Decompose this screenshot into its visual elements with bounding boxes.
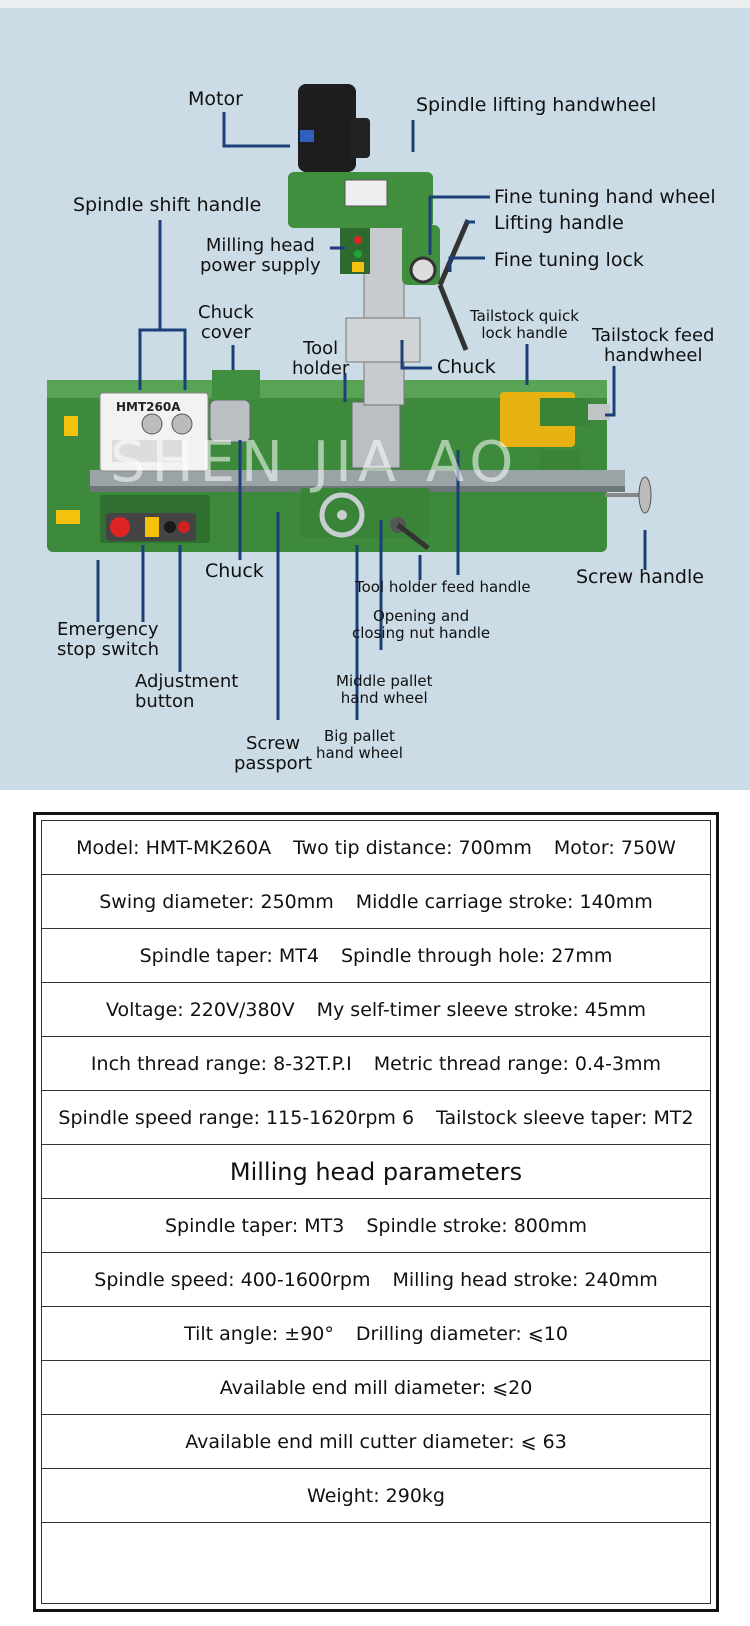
spec-cell: Spindle speed: 400-1600rpm — [94, 1268, 371, 1291]
spec-cell: Milling head parameters — [229, 1157, 523, 1186]
spec-cell: Spindle stroke: 800mm — [366, 1214, 587, 1237]
label-fine-tuning-hand-wheel: Fine tuning hand wheel — [494, 186, 716, 208]
spec-cell: Spindle taper: MT4 — [139, 944, 319, 967]
spec-row: Available end mill cutter diameter: ⩽ 63 — [42, 1415, 710, 1469]
label-chuck-upper: Chuck — [437, 356, 496, 378]
label-tool-holder: Tool holder — [292, 338, 350, 379]
label-chuck-cover: Chuck cover — [198, 302, 254, 343]
label-adjustment-button: Adjustment button — [135, 671, 239, 712]
spec-row: Model: HMT-MK260A Two tip distance: 700mm… — [42, 821, 710, 875]
spec-row: Weight: 290kg — [42, 1469, 710, 1523]
spec-row: Inch thread range: 8-32T.P.I Metric threa… — [42, 1037, 710, 1091]
spec-table: Model: HMT-MK260A Two tip distance: 700mm… — [33, 812, 719, 1612]
spec-row: Voltage: 220V/380V My self-timer sleeve s… — [42, 983, 710, 1037]
spec-cell: Middle carriage stroke: 140mm — [355, 890, 653, 913]
label-screw-handle: Screw handle — [576, 566, 704, 588]
label-big-pallet-hand-wheel: Big pallet hand wheel — [316, 727, 403, 762]
motor — [298, 84, 370, 172]
spec-cell: Swing diameter: 250mm — [99, 890, 334, 913]
screw-handwheel — [605, 476, 652, 514]
label-screw-passport: Screw passport — [234, 733, 313, 774]
spec-cell: Inch thread range: 8-32T.P.I — [90, 1052, 352, 1075]
spec-cell: My self-timer sleeve stroke: 45mm — [316, 998, 646, 1021]
spec-row: Spindle speed: 400-1600rpm Milling head s… — [42, 1253, 710, 1307]
spec-cell: Two tip distance: 700mm — [293, 836, 532, 859]
label-tool-holder-feed-handle: Tool holder feed handle — [355, 578, 531, 596]
label-middle-pallet-hand-wheel: Middle pallet hand wheel — [336, 672, 433, 707]
label-lifting-handle: Lifting handle — [494, 212, 624, 234]
spec-cell: Drilling diameter: ⩽10 — [355, 1322, 568, 1345]
spec-cell: Metric thread range: 0.4-3mm — [373, 1052, 662, 1075]
panel-model-text: HMT260A — [116, 400, 181, 414]
spec-cell: Spindle taper: MT3 — [165, 1214, 345, 1237]
control-buttons — [106, 513, 196, 541]
warning-sticker — [64, 416, 78, 436]
spec-cell: Tailstock sleeve taper: MT2 — [436, 1106, 694, 1129]
spec-row: Tilt angle: ±90° Drilling diameter: ⩽10 — [42, 1307, 710, 1361]
spec-row: Spindle taper: MT3 Spindle stroke: 800mm — [42, 1199, 710, 1253]
carriage — [300, 488, 430, 550]
spec-cell: Spindle through hole: 27mm — [340, 944, 613, 967]
spec-cell: Available end mill cutter diameter: ⩽ 63 — [185, 1430, 567, 1453]
spec-section-heading: Milling head parameters — [42, 1145, 710, 1199]
spec-row: Swing diameter: 250mm Middle carriage str… — [42, 875, 710, 929]
label-emergency-stop-switch: Emergency stop switch — [57, 619, 160, 660]
spec-cell: Spindle speed range: 115-1620rpm 6 — [58, 1106, 415, 1129]
spec-row: Available end mill diameter: ⩽20 — [42, 1361, 710, 1415]
milling-column — [345, 224, 421, 406]
tailstock — [500, 392, 610, 470]
leader-lines — [96, 112, 647, 720]
label-milling-head-power-supply: Milling head power supply — [200, 235, 321, 276]
lathe-chuck — [209, 370, 260, 443]
label-chuck-lower: Chuck — [205, 560, 264, 582]
spec-row — [42, 1523, 710, 1607]
label-motor: Motor — [188, 88, 243, 110]
machine-illustration: HMT260A — [47, 84, 652, 720]
watermark: SHEN JIA AO — [110, 430, 520, 495]
label-opening-closing-nut-handle: Opening and closing nut handle — [352, 607, 491, 642]
spec-cell: Voltage: 220V/380V — [105, 998, 295, 1021]
label-fine-tuning-lock: Fine tuning lock — [494, 249, 644, 271]
label-tailstock-feed-handwheel: Tailstock feed handwheel — [592, 325, 715, 366]
label-spindle-lifting-handwheel: Spindle lifting handwheel — [416, 94, 657, 116]
spec-cell: Available end mill diameter: ⩽20 — [219, 1376, 533, 1399]
spec-cell: Weight: 290kg — [307, 1484, 445, 1507]
spec-cell: Motor: 750W — [553, 836, 676, 859]
label-tailstock-quick-lock-handle: Tailstock quick lock handle — [470, 307, 579, 342]
spec-row: Spindle taper: MT4 Spindle through hole: … — [42, 929, 710, 983]
tool-post — [351, 401, 401, 469]
machine-diagram: HMT260A — [0, 0, 750, 790]
label-spindle-shift-handle: Spindle shift handle — [73, 194, 262, 216]
warning-sticker — [56, 510, 80, 524]
spec-row: Spindle speed range: 115-1620rpm 6 Tailst… — [42, 1091, 710, 1145]
spec-cell: Milling head stroke: 240mm — [392, 1268, 658, 1291]
spec-cell: Model: HMT-MK260A — [76, 836, 272, 859]
spec-table-inner: Model: HMT-MK260A Two tip distance: 700mm… — [41, 820, 711, 1604]
headstock-panel: HMT260A — [99, 392, 209, 472]
top-strip — [0, 0, 750, 8]
spec-cell: Tilt angle: ±90° — [184, 1322, 334, 1345]
